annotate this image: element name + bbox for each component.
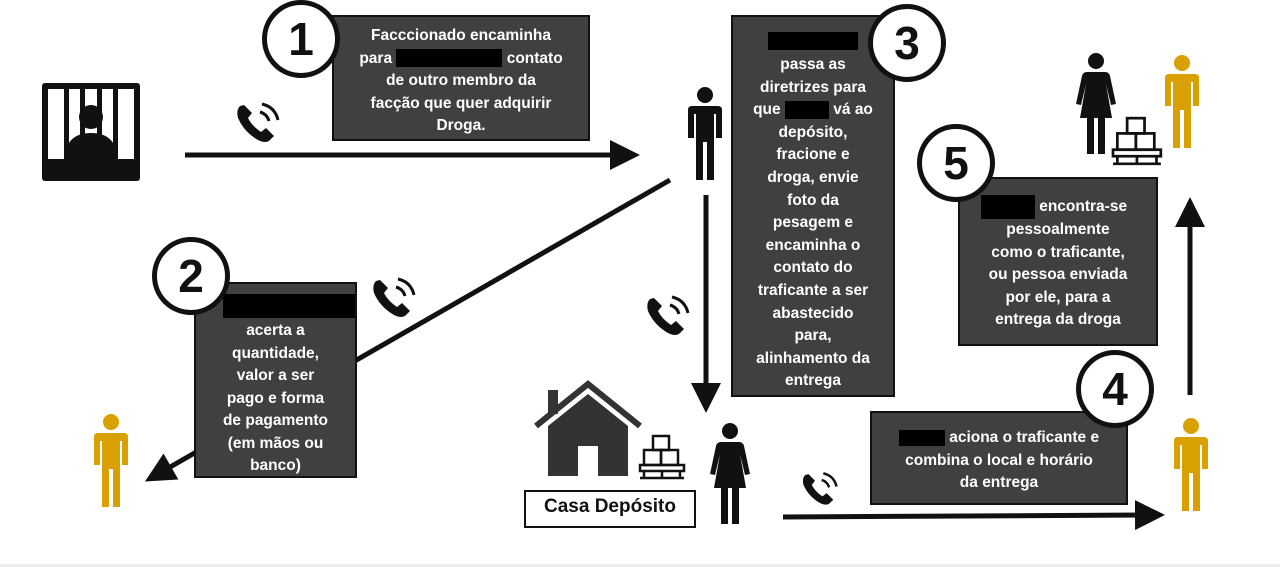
step-3-line: droga, envie — [767, 168, 859, 186]
step-4-box: aciona o traficante e combina o local e … — [870, 411, 1128, 505]
step-5-line: pessoalmente — [1006, 221, 1110, 238]
boxes-pallet-icon — [1111, 116, 1163, 166]
step-3-line: abastecido — [772, 304, 854, 322]
step-5-line: ou pessoa enviada — [988, 266, 1128, 283]
woman-icon — [710, 423, 750, 524]
step-number-5: 5 — [917, 124, 995, 202]
house-label: Casa Depósito — [524, 490, 696, 528]
step-1-line: Facccionado encaminha — [370, 27, 552, 44]
house-icon — [534, 380, 642, 476]
step-1-line: de outro membro da — [386, 72, 536, 89]
step-4-line: da entrega — [959, 474, 1039, 491]
redaction — [768, 31, 858, 50]
step-3-line: alinhamento da — [756, 349, 870, 367]
step-2-line: valor a ser — [236, 367, 315, 384]
buyer-person-icon — [94, 414, 128, 507]
step-3-line: foto da — [787, 191, 839, 209]
redaction — [222, 294, 355, 318]
prisoner-icon — [42, 83, 140, 181]
phone-icon — [647, 295, 690, 335]
step-5-box: encontra-se pessoalmente como o trafican… — [958, 177, 1158, 346]
step-number-4: 4 — [1076, 350, 1154, 428]
step-4-line: combina o local e horário — [905, 451, 1093, 469]
boxes-pallet-icon — [638, 434, 686, 480]
step-2-line: de pagamento — [222, 412, 329, 429]
redaction — [784, 101, 829, 120]
step-5-line: por ele, para a — [1005, 288, 1111, 306]
bottom-rule — [0, 564, 1280, 567]
step-2-line: acerta a — [246, 322, 305, 339]
step-1-line: Droga. — [436, 117, 486, 134]
step-number-2: 2 — [152, 237, 230, 315]
step-5-line: entrega da droga — [995, 311, 1121, 328]
step-3-line: passa as — [780, 56, 846, 73]
step-3-line: entrega — [785, 372, 841, 390]
redaction — [396, 49, 503, 68]
step-3-line: depósito, — [778, 123, 848, 141]
arrow-deposit-to-trafficker — [782, 500, 1165, 531]
step-3-line: contato do — [773, 259, 853, 277]
step-1-line: para contato — [359, 49, 563, 68]
step-2-line: pago e forma — [226, 389, 325, 407]
step-3-line: diretrizes para — [760, 78, 866, 96]
phone-icon — [373, 277, 416, 317]
step-5-line: encontra-se — [960, 195, 1156, 219]
step-1-line: facção que quer adquirir — [370, 94, 552, 112]
redaction — [898, 429, 945, 446]
step-5-line: como o traficante, — [991, 243, 1125, 261]
step-3-line: para, — [794, 327, 832, 345]
step-number-1: 1 — [262, 0, 340, 78]
person-icon — [688, 87, 722, 180]
step-2-box: acerta a quantidade, valor a ser pago e … — [194, 282, 357, 478]
step-3-line: encaminha o — [765, 236, 861, 254]
phone-icon — [802, 472, 838, 505]
step-number-3: 3 — [868, 4, 946, 82]
phone-icon — [237, 102, 280, 142]
step-3-line: que vá ao — [753, 101, 873, 120]
woman-icon — [1076, 53, 1116, 154]
trafficker-person-icon — [1174, 418, 1208, 511]
step-2-line: (em mãos ou — [227, 434, 324, 452]
courier-person-icon — [1165, 55, 1199, 148]
step-4-line: aciona o traficante e — [872, 427, 1126, 450]
step-1-box: Facccionado encaminha para contato de ou… — [332, 15, 590, 141]
step-2-line: banco) — [250, 457, 301, 474]
step-3-line: fracione e — [776, 146, 850, 164]
step-3-line: pesagem e — [772, 214, 854, 232]
step-3-box: passa as diretrizes para que vá ao depós… — [731, 15, 895, 397]
step-2-line: quantidade, — [232, 344, 319, 362]
step-3-line: traficante a ser — [757, 281, 869, 299]
redaction — [980, 195, 1035, 219]
